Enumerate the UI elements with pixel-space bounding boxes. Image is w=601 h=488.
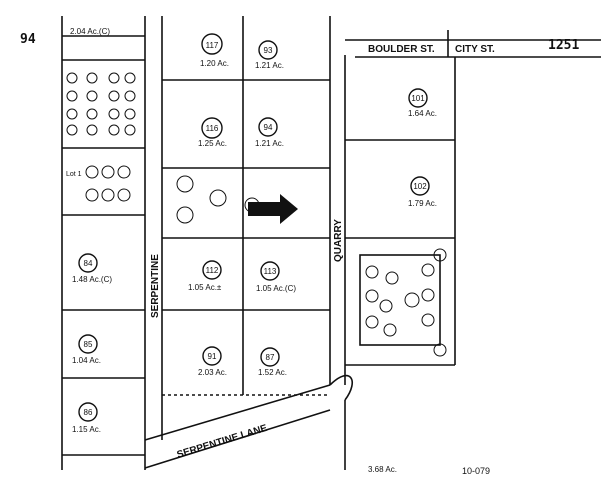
parcel-116: 116 1.25 Ac. [198, 117, 227, 148]
parcel-id: 85 [84, 340, 93, 349]
arrow-right-icon [248, 194, 298, 224]
bottom-acreage-label: 3.68 Ac. [368, 465, 397, 474]
parcel-86: 86 1.15 Ac. [72, 402, 101, 434]
parcel-id: 94 [264, 123, 273, 132]
serpentine-street-label: SERPENTINE [150, 254, 161, 318]
parcel-102: 102 1.79 Ac. [408, 176, 437, 208]
serpentine-lane-label: SERPENTINE LANE [176, 423, 269, 461]
parcel-acreage: 1.04 Ac. [72, 356, 101, 365]
parcel-id: 84 [84, 259, 93, 268]
map-page-number-right: 1251 [548, 38, 580, 53]
parcel-id: 117 [206, 41, 219, 50]
parcel-id: 91 [208, 352, 217, 361]
map-page-number-left: 94 [20, 32, 36, 47]
parcel-93: 93 1.21 Ac. [255, 40, 284, 70]
parcel-acreage: 1.21 Ac. [255, 61, 284, 70]
top-acreage-label: 2.04 Ac.(C) [70, 27, 110, 36]
parcel-id: 116 [206, 124, 219, 133]
parcel-acreage: 1.64 Ac. [408, 109, 437, 118]
parcel-112: 112 1.05 Ac.± [188, 260, 222, 292]
parcel-84: 84 1.48 Ac.(C) [72, 253, 112, 284]
parcel-94: 94 1.21 Ac. [255, 117, 284, 148]
parcel-acreage: 1.79 Ac. [408, 199, 437, 208]
parcel-acreage: 1.48 Ac.(C) [72, 275, 112, 284]
parcel-117: 117 1.20 Ac. [200, 33, 229, 68]
parcel-labels: 117 1.20 Ac. 93 1.21 Ac. 116 1.25 Ac. 94… [72, 33, 437, 434]
parcel-acreage: 1.25 Ac. [198, 139, 227, 148]
cul-de-sac [329, 374, 354, 401]
parcel-id: 112 [206, 266, 219, 275]
parcel-acreage: 1.05 Ac.(C) [256, 284, 296, 293]
parcel-113: 113 1.05 Ac.(C) [256, 261, 296, 293]
parcel-acreage: 1.15 Ac. [72, 425, 101, 434]
boulder-street-label: BOULDER ST. [368, 44, 435, 55]
city-street-label: CITY ST. [455, 44, 495, 55]
quarry-street-label: QUARRY [333, 219, 344, 262]
sheet-reference-label: 10-079 [462, 466, 490, 476]
parcel-acreage: 2.03 Ac. [198, 368, 227, 377]
serpentine-lane-south-edge [144, 409, 331, 469]
parcel-id: 102 [413, 182, 427, 191]
condo-cluster [359, 254, 441, 346]
parcel-87: 87 1.52 Ac. [258, 347, 287, 377]
parcel-id: 86 [84, 408, 93, 417]
parcel-id: 101 [411, 94, 425, 103]
small-lot-markers [66, 72, 447, 357]
parcel-101: 101 1.64 Ac. [408, 88, 437, 118]
parcel-id: 93 [264, 46, 273, 55]
lot-label: Lot 1 [66, 171, 82, 178]
parcel-boundaries [61, 16, 601, 470]
parcel-acreage: 1.05 Ac.± [188, 283, 222, 292]
parcel-91: 91 2.03 Ac. [198, 346, 227, 377]
parcel-acreage: 1.52 Ac. [258, 368, 287, 377]
serpentine-lane-north-edge [144, 384, 331, 441]
parcel-acreage: 1.21 Ac. [255, 139, 284, 148]
parcel-id: 113 [264, 267, 277, 276]
parcel-acreage: 1.20 Ac. [200, 59, 229, 68]
parcel-id: 87 [266, 353, 275, 362]
parcel-85: 85 1.04 Ac. [72, 334, 101, 365]
